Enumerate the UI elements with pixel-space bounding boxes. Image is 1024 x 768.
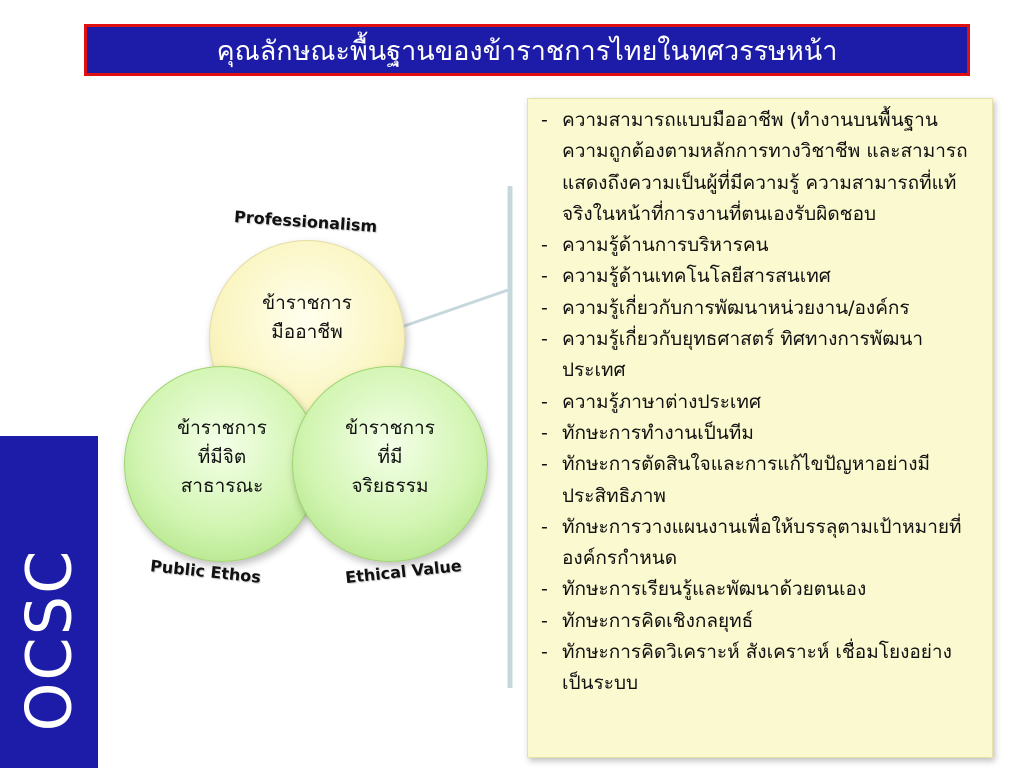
slide-title-text: คุณลักษณะพื้นฐานของข้าราชการไทยในทศวรรษห… [216,35,838,67]
circle-public-mind-line2: ที่มีจิต [197,445,247,468]
circle-ethics-text: ข้าราชการ ที่มี จริยธรรม [345,414,435,515]
details-list: ความสามารถแบบมืออาชีพ (ทำงานบนพื้นฐานควา… [538,105,982,700]
details-item: ความรู้ด้านการบริหารคน [538,230,982,262]
side-bar [0,436,98,768]
circle-ethics: ข้าราชการ ที่มี จริยธรรม [292,366,488,562]
details-item: ทักษะการคิดเชิงกลยุทธ์ [538,606,982,638]
circle-public-mind-line3: สาธารณะ [180,474,264,497]
details-item: ทักษะการวางแผนงานเพื่อให้บรรลุตามเป้าหมา… [538,512,982,575]
circle-professional-line2: มืออาชีพ [271,321,343,343]
details-item: ทักษะการทำงานเป็นทีม [538,418,982,450]
details-item: ความรู้ภาษาต่างประเทศ [538,387,982,419]
circle-public-mind-line1: ข้าราชการ [177,416,267,439]
slide-title: คุณลักษณะพื้นฐานของข้าราชการไทยในทศวรรษห… [84,24,970,76]
circle-professional-line1: ข้าราชการ [262,292,352,314]
circle-ethics-line1: ข้าราชการ [345,416,435,439]
details-item: ทักษะการเรียนรู้และพัฒนาด้วยตนเอง [538,574,982,606]
details-item: ทักษะการคิดวิเคราะห์ สังเคราะห์ เชื่อมโย… [538,637,982,700]
details-item: ความสามารถแบบมืออาชีพ (ทำงานบนพื้นฐานควา… [538,105,982,230]
circle-ethics-line3: จริยธรรม [351,474,429,497]
circle-ethics-line2: ที่มี [377,445,403,468]
details-box: ความสามารถแบบมืออาชีพ (ทำงานบนพื้นฐานควา… [527,98,993,758]
details-item: ความรู้ด้านเทคโนโลยีสารสนเทศ [538,261,982,293]
details-item: ทักษะการตัดสินใจและการแก้ไขปัญหาอย่างมีป… [538,449,982,512]
circle-professional-text: ข้าราชการ มืออาชีพ [262,289,352,387]
circle-public-mind-text: ข้าราชการ ที่มีจิต สาธารณะ [177,414,267,515]
side-logo-text: OCSC [12,548,86,732]
circle-public-mind: ข้าราชการ ที่มีจิต สาธารณะ [124,366,320,562]
details-item: ความรู้เกี่ยวกับการพัฒนาหน่วยงาน/องค์กร [538,293,982,325]
caption-public-ethos: Public Ethos [149,556,262,587]
details-item: ความรู้เกี่ยวกับยุทธศาสตร์ ทิศทางการพัฒน… [538,324,982,387]
caption-professionalism: Professionalism [233,207,378,236]
